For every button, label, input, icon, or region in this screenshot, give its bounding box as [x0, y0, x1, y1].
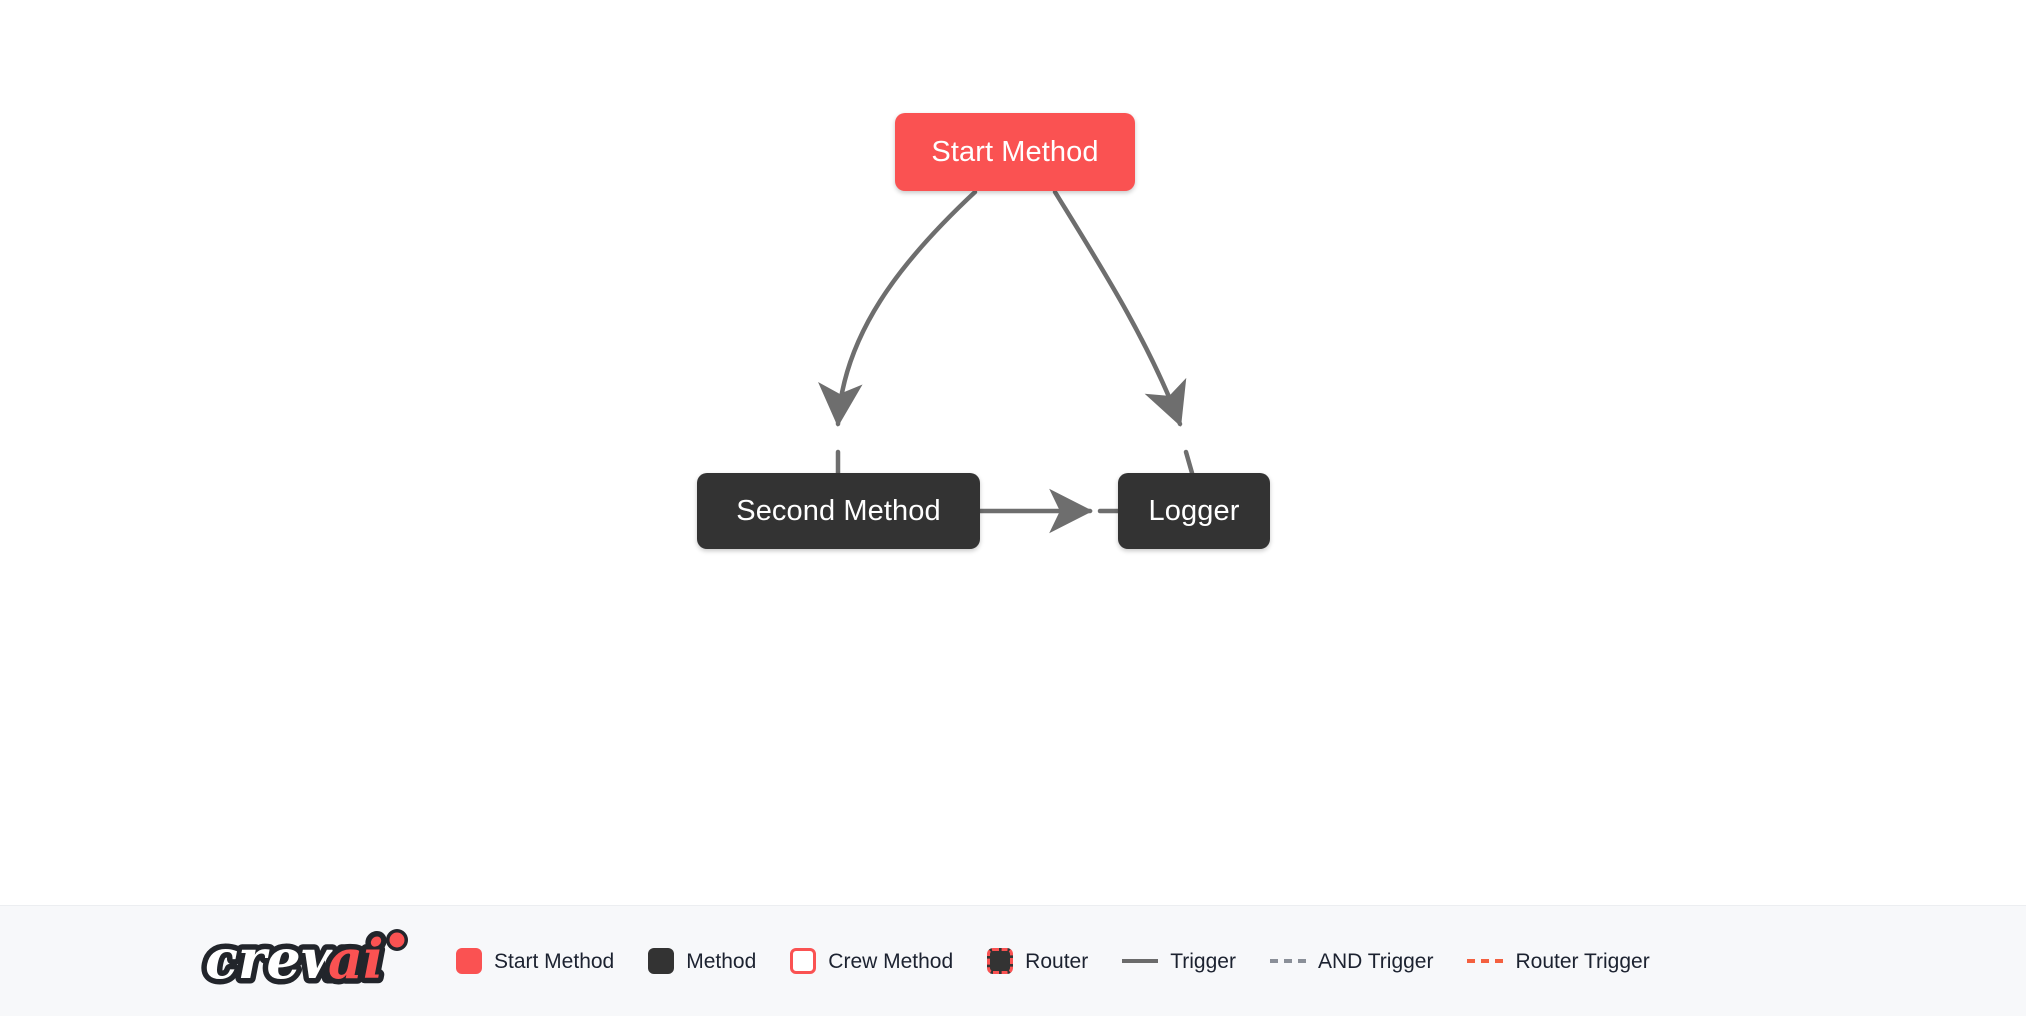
- legend-item-method[interactable]: Method: [648, 948, 756, 974]
- crew-method-swatch-icon: [790, 948, 817, 974]
- node-label-second-method: Second Method: [736, 494, 941, 527]
- legend-item-router[interactable]: Router: [987, 948, 1088, 974]
- router-swatch-icon: [987, 948, 1014, 974]
- legend-item-router-trigger[interactable]: Router Trigger: [1467, 949, 1650, 973]
- legend-label-router: Router: [1025, 949, 1089, 973]
- method-swatch-icon: [648, 948, 675, 974]
- legend-item-and-trigger[interactable]: AND Trigger: [1269, 949, 1434, 973]
- legend-label-start-method: Start Method: [494, 949, 615, 973]
- router-trigger-line-icon: [1467, 959, 1504, 963]
- legend-item-crew-method[interactable]: Crew Method: [790, 948, 953, 974]
- flow-canvas[interactable]: Start Method Second Method Logger: [0, 0, 2026, 905]
- crewai-wordmark-icon: crew crew ai ai: [200, 925, 408, 997]
- start-method-swatch-icon: [456, 948, 482, 974]
- svg-text:ai: ai: [328, 927, 384, 991]
- legend-items: Start Method Method Crew Method Router T…: [456, 948, 1650, 974]
- svg-text:ai: ai: [328, 927, 384, 991]
- legend-label-method: Method: [686, 949, 757, 973]
- edge-start-to-logger: [1052, 189, 1187, 427]
- legend-label-crew-method: Crew Method: [828, 949, 954, 973]
- node-start-method[interactable]: Start Method: [895, 113, 1135, 191]
- node-label-logger: Logger: [1148, 494, 1240, 527]
- crewai-logo: crew crew ai ai: [200, 925, 424, 997]
- and-trigger-line-icon: [1269, 959, 1306, 963]
- trigger-line-icon: [1122, 959, 1159, 963]
- legend-bar: crew crew ai ai Start Method Method: [0, 905, 2026, 1016]
- legend-label-and-trigger: AND Trigger: [1317, 949, 1434, 973]
- node-label-start-method: Start Method: [931, 135, 1099, 168]
- node-logger[interactable]: Logger: [1118, 473, 1270, 549]
- edge-start-to-second: [818, 189, 978, 427]
- legend-label-trigger: Trigger: [1170, 949, 1236, 973]
- svg-text:crew: crew: [205, 927, 350, 991]
- node-second-method[interactable]: Second Method: [697, 473, 980, 549]
- edge-start-to-logger-stub: [1183, 449, 1195, 476]
- svg-text:crew: crew: [205, 927, 350, 991]
- legend-item-start-method[interactable]: Start Method: [456, 948, 614, 974]
- legend-label-router-trigger: Router Trigger: [1515, 949, 1650, 973]
- edge-layer: [818, 189, 1195, 534]
- legend-item-trigger[interactable]: Trigger: [1122, 951, 1236, 972]
